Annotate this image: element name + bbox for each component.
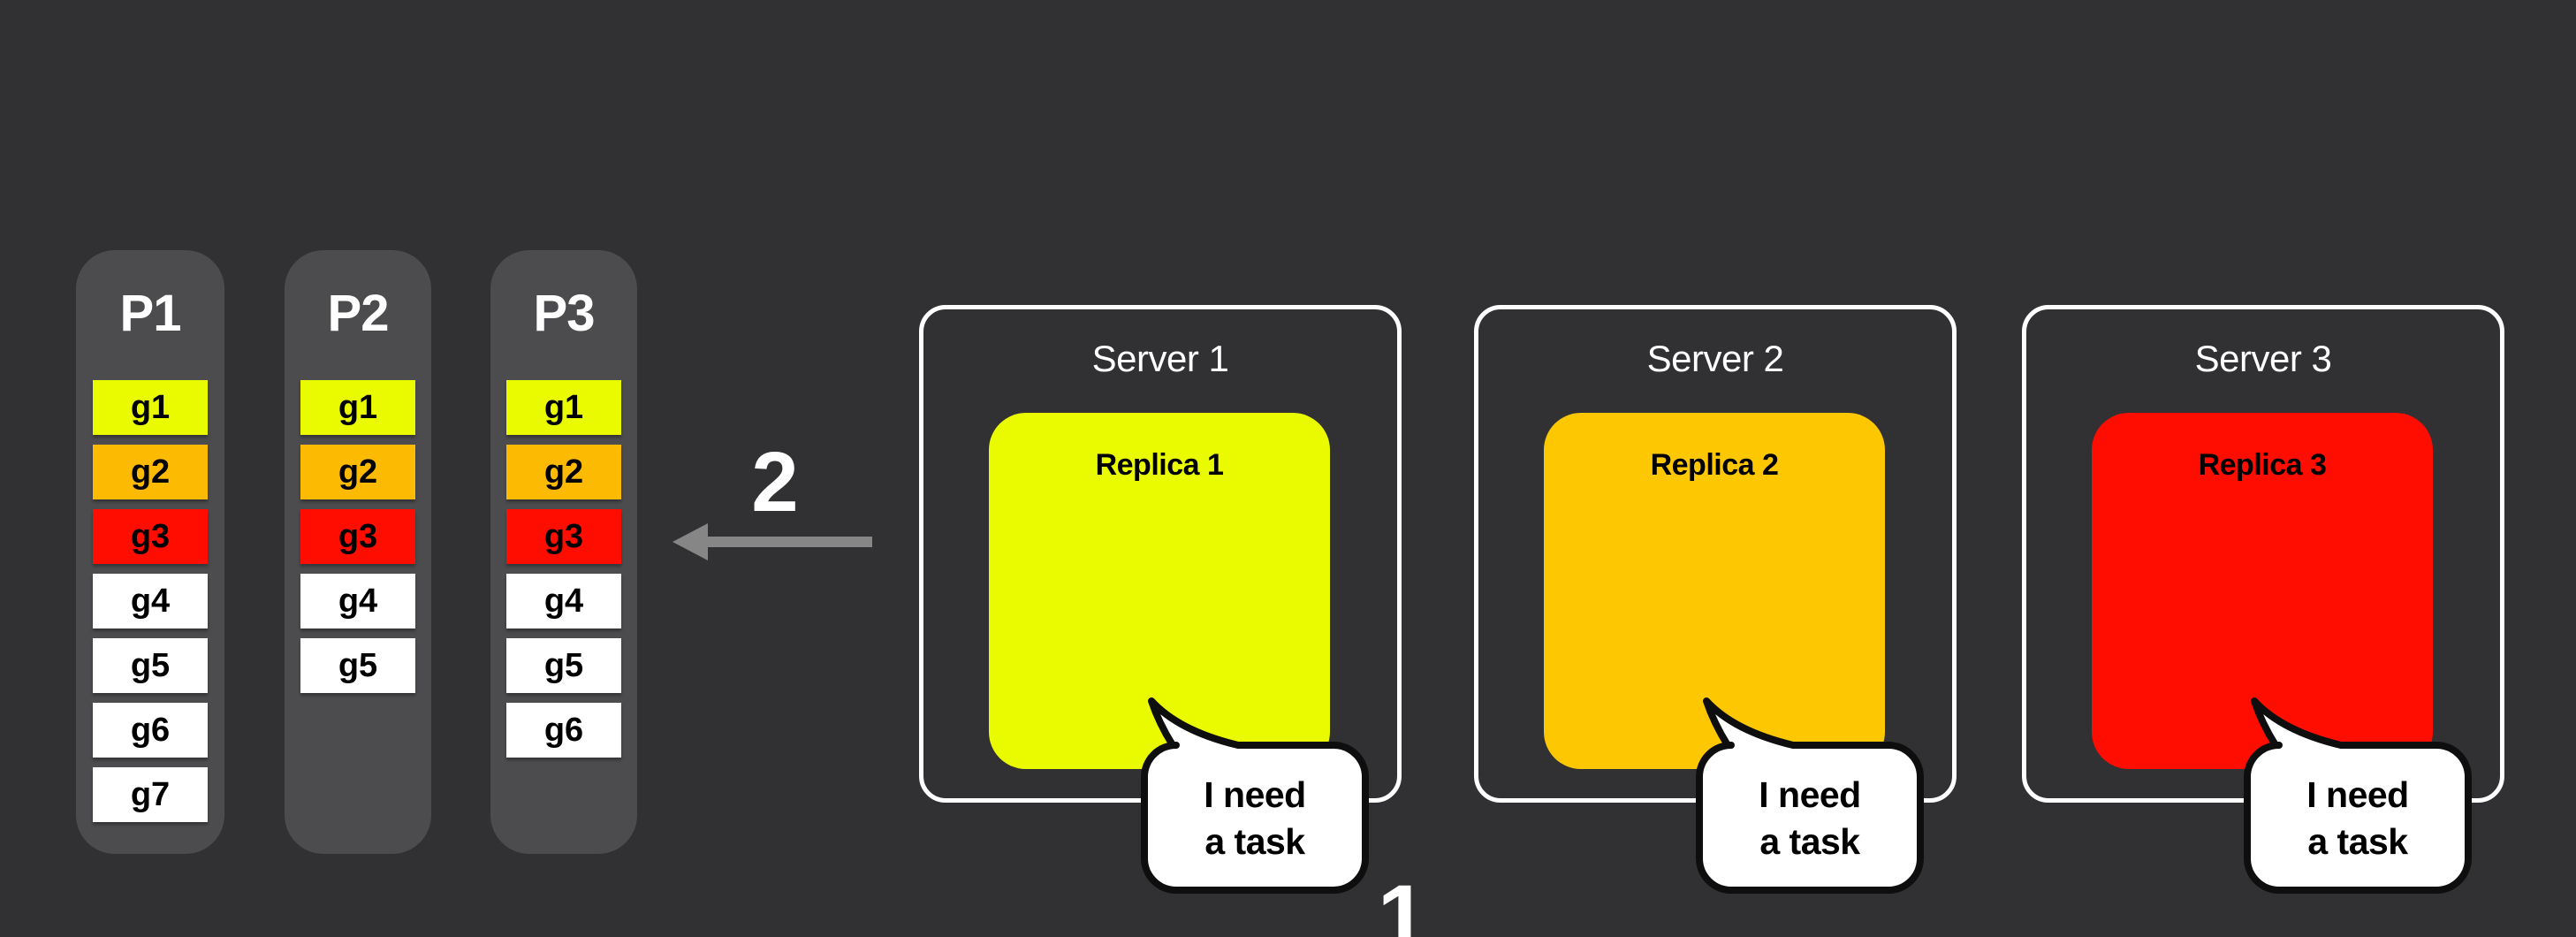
- speech-bubble-shape: [2244, 697, 2472, 894]
- speech-bubble-shape: [1141, 697, 1369, 894]
- speech-bubble-text-2: I need a task: [1699, 772, 1920, 865]
- server-title-3: Server 3: [2194, 338, 2332, 379]
- replica-box-3: Replica 3: [2092, 413, 2433, 769]
- task-chip-g6: g6: [93, 703, 208, 758]
- task-chip-g2: g2: [300, 445, 415, 499]
- step-2-label: 2: [751, 435, 799, 529]
- task-chip-g1: g1: [300, 380, 415, 435]
- task-chip-g4: g4: [93, 574, 208, 628]
- task-list-p3: g1 g2 g3 g4 g5 g6: [490, 380, 637, 758]
- task-chip-g3: g3: [93, 509, 208, 564]
- replica-title-1: Replica 1: [1095, 448, 1224, 482]
- task-chip-g3: g3: [300, 509, 415, 564]
- partition-column-p3: P3 g1 g2 g3 g4 g5 g6: [490, 250, 637, 854]
- partition-title-p3: P3: [533, 285, 596, 342]
- task-chip-g5: g5: [300, 638, 415, 693]
- server-title-1: Server 1: [1091, 338, 1229, 379]
- task-chip-g7: g7: [93, 767, 208, 822]
- speech-bubble-2: [1696, 697, 1924, 894]
- arrow-left-icon: [672, 523, 872, 560]
- task-chip-g5: g5: [506, 638, 621, 693]
- task-list-p2: g1 g2 g3 g4 g5: [285, 380, 431, 693]
- speech-bubble-1: [1141, 697, 1369, 894]
- task-chip-g6: g6: [506, 703, 621, 758]
- partition-title-p1: P1: [119, 285, 182, 342]
- task-chip-g4: g4: [300, 574, 415, 628]
- bubble-line2: a task: [2307, 821, 2408, 862]
- speech-bubble-text-3: I need a task: [2247, 772, 2468, 865]
- step-1-label: 1: [1377, 866, 1428, 937]
- task-chip-g2: g2: [506, 445, 621, 499]
- partition-column-p2: P2 g1 g2 g3 g4 g5: [285, 250, 431, 854]
- task-list-p1: g1 g2 g3 g4 g5 g6 g7: [76, 380, 224, 822]
- speech-bubble-shape: [1696, 697, 1924, 894]
- speech-bubble-3: [2244, 697, 2472, 894]
- task-chip-g4: g4: [506, 574, 621, 628]
- replica-box-2: Replica 2: [1544, 413, 1885, 769]
- bubble-line1: I need: [1759, 774, 1861, 815]
- replica-title-3: Replica 3: [2198, 448, 2327, 482]
- bubble-line1: I need: [2306, 774, 2409, 815]
- replica-title-2: Replica 2: [1650, 448, 1779, 482]
- bubble-line2: a task: [1759, 821, 1860, 862]
- partition-title-p2: P2: [327, 285, 390, 342]
- server-title-2: Server 2: [1646, 338, 1784, 379]
- speech-bubble-text-1: I need a task: [1144, 772, 1365, 865]
- partition-column-p1: P1 g1 g2 g3 g4 g5 g6 g7: [76, 250, 224, 854]
- task-chip-g5: g5: [93, 638, 208, 693]
- bubble-line2: a task: [1204, 821, 1305, 862]
- task-chip-g1: g1: [93, 380, 208, 435]
- task-chip-g2: g2: [93, 445, 208, 499]
- task-chip-g1: g1: [506, 380, 621, 435]
- bubble-line1: I need: [1204, 774, 1306, 815]
- task-chip-g3: g3: [506, 509, 621, 564]
